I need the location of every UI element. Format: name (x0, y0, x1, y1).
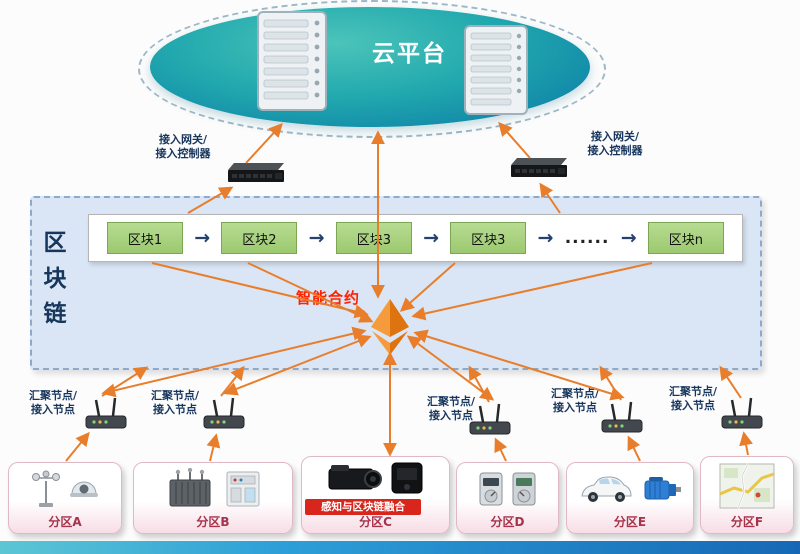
gateway-label-line2: 接入控制器 (155, 147, 211, 161)
router-icon (601, 401, 643, 433)
server-rack-icon (464, 25, 528, 115)
gateway-label: 接入网关/ 接入控制器 (576, 130, 654, 159)
partition-label: 分区B (196, 515, 230, 529)
router-icon (721, 397, 763, 429)
smart-contract-label: 智能合约 (296, 289, 361, 307)
transformer-icon (169, 468, 210, 507)
node-label: 汇聚节点/接入节点 (28, 389, 78, 417)
partition-label: 分区A (48, 515, 82, 529)
anemometer-icon (31, 470, 60, 507)
smart-meter-icon (479, 472, 503, 506)
smart-meter-icon (512, 472, 536, 506)
partition-c: 感知与区块链融合 分区C (301, 456, 450, 534)
partition-label: 分区E (613, 515, 647, 529)
partition-d: 分区D (456, 462, 559, 534)
cloud-label: 云平台 (372, 41, 447, 67)
gateway-switch-icon (511, 158, 567, 177)
partition-label: 分区F (730, 515, 764, 529)
block-1: 区块1 (107, 222, 183, 254)
blockchain-side-label: 区 块 链 (43, 230, 67, 328)
partition-label: 分区C (359, 515, 392, 529)
node-label: 汇聚节点/接入节点 (426, 395, 476, 423)
electric-car-icon (580, 476, 632, 502)
flow-arrow-icon: → (423, 226, 440, 249)
gateway-label: 接入网关/ 接入控制器 (144, 133, 222, 162)
switchgear-icon (226, 471, 259, 507)
motor-icon (644, 477, 681, 500)
fusion-banner: 感知与区块链融合 (305, 499, 421, 515)
flow-arrow-icon: → (308, 226, 325, 249)
partition-b: 分区B (133, 462, 293, 534)
router-icon (85, 397, 127, 429)
block-3: 区块3 (335, 222, 412, 254)
block-strip: 区块1 → 区块2 → 区块3 → 区块3 → ...... → 区块n (88, 214, 743, 262)
router-icon (469, 403, 511, 435)
node-label: 汇聚节点/接入节点 (668, 385, 718, 413)
partition-e: 分区E (566, 462, 694, 534)
dome-camera-icon (69, 481, 98, 497)
node-label: 汇聚节点/接入节点 (550, 387, 600, 415)
camera-device-icon (328, 465, 382, 490)
gateway-label-line1: 接入网关/ (158, 133, 208, 146)
flow-arrow-icon: → (537, 226, 554, 249)
sensor-terminal-icon (391, 462, 423, 494)
node-label: 汇聚节点/接入节点 (150, 389, 200, 417)
flow-arrow-icon: → (194, 226, 211, 249)
ellipsis: ...... (564, 228, 610, 248)
router-icon (203, 397, 245, 429)
block-n: 区块n (647, 222, 724, 254)
partition-a: 分区A (8, 462, 122, 534)
gateway-label-line1: 接入网关/ (590, 130, 640, 143)
block-2: 区块2 (221, 222, 298, 254)
server-rack-icon (257, 11, 327, 111)
gateway-label-line2: 接入控制器 (587, 144, 643, 158)
partition-label: 分区D (490, 515, 525, 529)
ethereum-icon (371, 299, 409, 355)
map-icon (719, 463, 775, 509)
bottom-bar (0, 541, 800, 554)
block-4: 区块3 (450, 222, 527, 254)
partition-f: 分区F (700, 456, 794, 534)
flow-arrow-icon: → (620, 226, 637, 249)
gateway-switch-icon (228, 163, 284, 182)
